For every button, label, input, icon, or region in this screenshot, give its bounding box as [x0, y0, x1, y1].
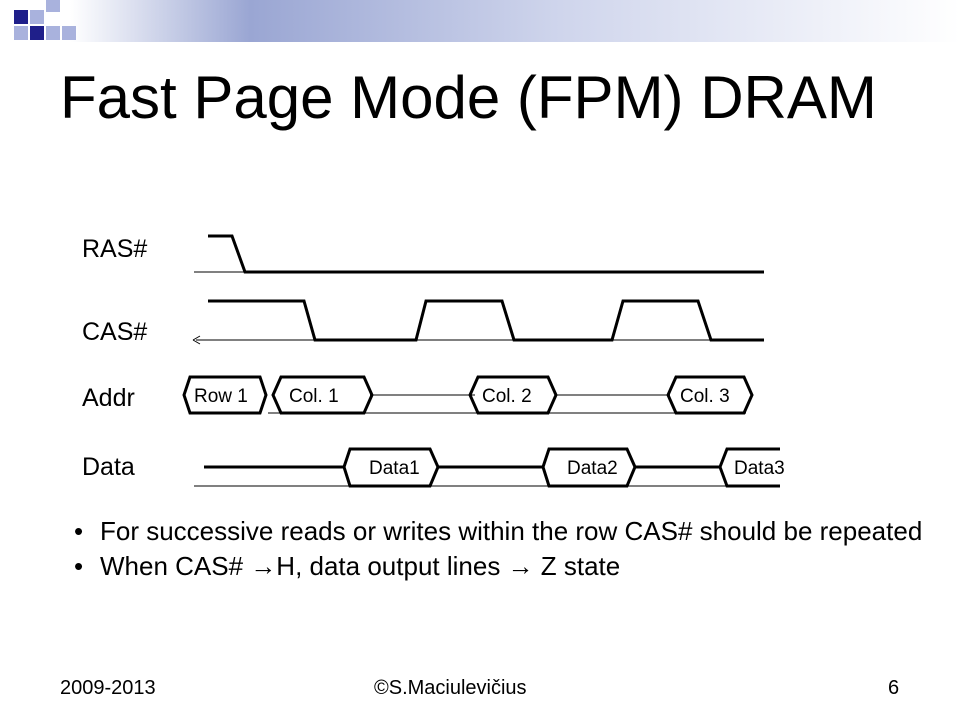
data-label: Data [82, 453, 135, 481]
slide-title: Fast Page Mode (FPM) DRAM [60, 64, 877, 131]
header-bar [0, 0, 960, 42]
addr-segment-row1 [182, 375, 268, 415]
logo-square-light-5 [62, 26, 76, 40]
data-segment-2 [541, 447, 637, 488]
data-bus [194, 447, 780, 488]
data-text-3: Data3 [734, 458, 785, 479]
ras-label: RAS# [82, 235, 147, 263]
ras-waveform [194, 234, 764, 274]
addr-text-col3: Col. 3 [680, 386, 730, 407]
bullet-item: For successive reads or writes within th… [72, 514, 932, 549]
logo-square-light-3 [46, 0, 60, 12]
addr-bus [182, 375, 754, 415]
addr-segment-col1 [271, 375, 374, 415]
data-text-1: Data1 [369, 458, 420, 479]
addr-text-col2: Col. 2 [482, 386, 532, 407]
addr-text-col1: Col. 1 [289, 386, 339, 407]
logo-square-light-1 [30, 10, 44, 24]
data-segment-1 [342, 447, 440, 488]
addr-segment-col2 [468, 375, 558, 415]
logo-square-dark-2 [30, 26, 44, 40]
data-text-2: Data2 [567, 458, 618, 479]
logo-square-light-4 [46, 26, 60, 40]
footer-author: ©S.Maciulevičius [374, 677, 527, 699]
addr-segment-col3 [666, 375, 754, 415]
cas-waveform [192, 299, 764, 345]
data-segment-3 [718, 447, 780, 488]
logo-square-light-2 [14, 26, 28, 40]
logo-square-dark-1 [14, 10, 28, 24]
bullet-list: For successive reads or writes within th… [72, 514, 932, 584]
cas-label: CAS# [82, 318, 147, 346]
footer-years: 2009-2013 [60, 677, 156, 699]
addr-text-row1: Row 1 [194, 386, 248, 407]
addr-label: Addr [82, 384, 135, 412]
bullet-item: When CAS# →H, data output lines → Z stat… [72, 549, 932, 584]
page-number: 6 [888, 677, 900, 699]
